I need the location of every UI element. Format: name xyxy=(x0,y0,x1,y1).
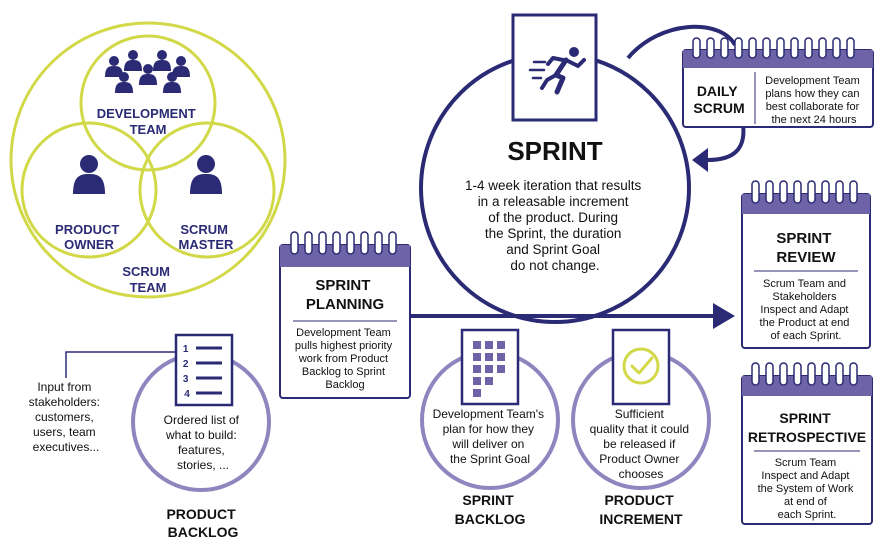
sprint-planning-title: SPRINT PLANNING xyxy=(306,277,384,313)
check-document xyxy=(611,328,671,406)
sprint-review-card: SPRINT REVIEW Scrum Team and Stakeholder… xyxy=(741,180,871,349)
flow-arrow-head xyxy=(713,303,735,329)
calendar-icon xyxy=(692,37,855,59)
scrum-master-circle xyxy=(138,121,276,259)
sprint-backlog-description: Development Team's plan for how they wil… xyxy=(433,407,548,466)
dev-team-circle xyxy=(79,34,217,172)
grid-icon xyxy=(473,341,505,397)
person-icon xyxy=(190,155,222,194)
product-backlog: Input from stakeholders: customers, user… xyxy=(29,333,271,540)
product-owner-label: PRODUCT OWNER xyxy=(55,222,123,252)
sprint-review-description: Scrum Team and Stakeholders Inspect and … xyxy=(760,278,853,342)
sprint-cycle: SPRINT 1-4 week iteration that results i… xyxy=(419,13,746,324)
sprint-retrospective-card: SPRINT RETROSPECTIVE Scrum Team Inspect … xyxy=(741,362,873,525)
sprint-document xyxy=(511,13,598,122)
calendar-icon xyxy=(290,231,397,255)
product-increment: Sufficient quality that it could be rele… xyxy=(571,328,711,527)
product-owner-circle xyxy=(20,121,158,259)
scrum-team-label: SCRUM TEAM xyxy=(122,264,173,295)
person-icon xyxy=(73,155,105,194)
sprint-backlog-label: SPRINT BACKLOG xyxy=(455,492,526,527)
product-backlog-label: PRODUCT BACKLOG xyxy=(166,506,239,540)
daily-scrum-title: DAILY SCRUM xyxy=(693,83,744,116)
runner-icon xyxy=(528,47,586,95)
sprint-title: SPRINT xyxy=(507,136,602,166)
daily-scrum-card: DAILY SCRUM Development Team plans how t… xyxy=(682,37,874,128)
sprint-retrospective-description: Scrum Team Inspect and Adapt the System … xyxy=(758,457,857,521)
sprint-description: 1-4 week iteration that results in a rel… xyxy=(465,178,645,273)
list-icon: 1 2 3 4 xyxy=(183,344,222,400)
sprint-backlog: Development Team's plan for how they wil… xyxy=(420,328,560,527)
scrum-team-venn: DEVELOPMENT TEAM PRODUCT OWNER SCRUM MAS… xyxy=(9,21,287,299)
product-increment-description: Sufficient quality that it could be rele… xyxy=(590,407,693,481)
sprint-review-title: SPRINT REVIEW xyxy=(776,230,836,266)
check-circle-icon xyxy=(622,347,660,385)
dev-team-label: DEVELOPMENT TEAM xyxy=(97,106,200,137)
people-group-icon xyxy=(105,50,190,93)
sprint-planning-card: SPRINT PLANNING Development Team pulls h… xyxy=(279,231,411,399)
sprint-retrospective-title: SPRINT RETROSPECTIVE xyxy=(748,410,866,445)
calendar-icon xyxy=(751,180,858,204)
daily-scrum-description: Development Team plans how they can best… xyxy=(765,75,863,126)
stakeholder-input-connector xyxy=(65,351,176,378)
calendar-icon xyxy=(751,362,858,386)
daily-scrum-arrow-head xyxy=(692,148,708,172)
scrum-master-label: SCRUM MASTER xyxy=(179,222,235,252)
svg-text:1 2 3: 1 2 3 4 xyxy=(183,344,191,400)
stakeholder-input-text: Input from stakeholders: customers, user… xyxy=(29,380,104,454)
sprint-planning-description: Development Team pulls highest priority … xyxy=(295,327,395,391)
product-increment-label: PRODUCT INCREMENT xyxy=(599,492,683,527)
scrum-team-outer-circle xyxy=(9,21,287,299)
product-backlog-description: Ordered list of what to build: features,… xyxy=(164,413,243,472)
